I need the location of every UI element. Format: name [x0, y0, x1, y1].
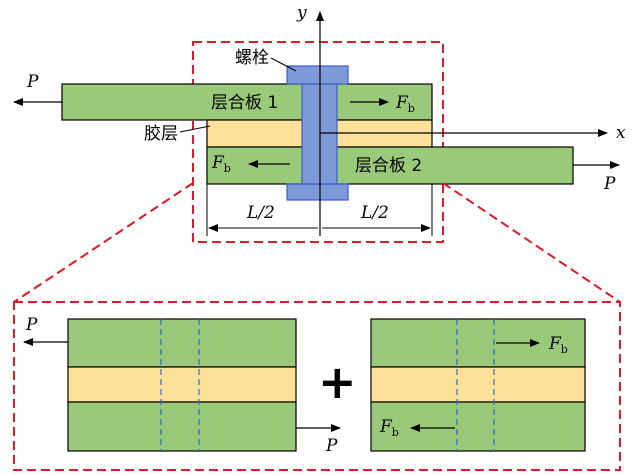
adhesive-leader-line	[179, 125, 211, 133]
laminate-2	[206, 146, 574, 185]
detail-load-label-left: P	[25, 315, 38, 335]
bolt-head	[286, 65, 349, 85]
load-label-left: P	[26, 72, 39, 92]
element-external-load	[67, 318, 297, 452]
element-bolt-load	[370, 318, 586, 452]
detail-box	[13, 301, 621, 471]
zoom-connector-right	[442, 182, 621, 303]
x-axis-label: x	[616, 123, 626, 143]
y-axis-label: y	[296, 3, 307, 23]
half-length-label-right: L/2	[360, 203, 389, 223]
detail-bolt-force-label-lower: Fb	[379, 417, 399, 439]
laminate-2-label: 层合板 2	[355, 156, 422, 176]
laminate-1-label: 层合板 1	[211, 93, 278, 113]
plus-sign: +	[318, 355, 357, 409]
adhesive-label: 胶层	[144, 124, 178, 144]
detail-bolt-force-label-upper: Fb	[548, 334, 568, 356]
bolt-label: 螺栓	[235, 48, 269, 68]
half-length-label-left: L/2	[246, 203, 275, 223]
bolt-leader-line	[270, 57, 297, 72]
load-label-right: P	[603, 174, 616, 194]
detail-load-label-right: P	[325, 436, 338, 456]
zoom-region-box	[192, 41, 444, 243]
bolt-force-label-lower: Fb	[211, 153, 231, 175]
bolt-nut	[286, 183, 349, 201]
zoom-connector-left	[13, 182, 194, 303]
bolt-force-label-upper: Fb	[395, 93, 415, 115]
